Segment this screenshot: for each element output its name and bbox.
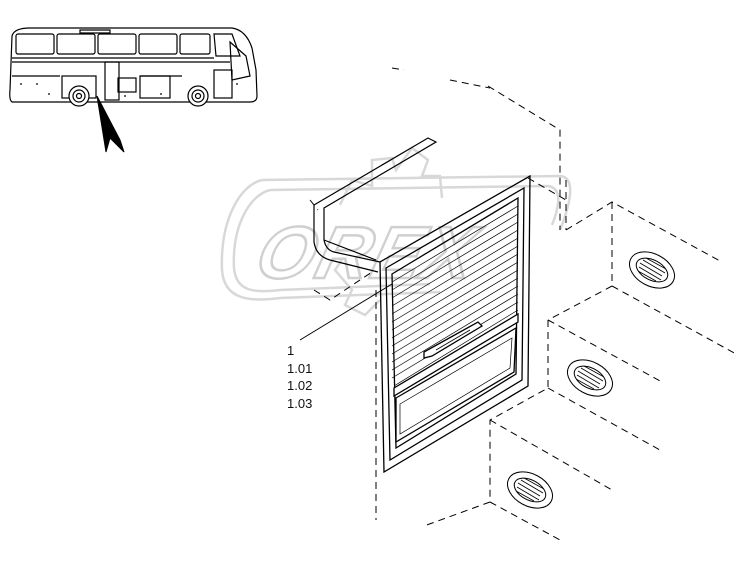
bus-thumbnail [9,27,258,107]
panel-outer-frame [379,174,531,474]
watermark-oval [220,174,572,301]
vent-grille-middle [567,359,613,397]
callout-list: 1 1.01 1.02 1.03 [287,342,312,412]
callout-label: 1 [287,343,295,358]
channel-profile [313,137,438,273]
location-arrow [96,95,125,153]
panel-assembly [379,174,531,474]
watermark-text: OREX [249,211,489,294]
vent-grille-upper [629,251,675,289]
callout-label: 1.03 [287,395,313,411]
panel-inner-frame [385,186,525,462]
blind-bottom-rail [393,312,519,398]
lower-glass-pane [395,326,517,444]
callout-label: 1.02 [287,378,313,393]
callout-label: 1.01 [287,360,313,376]
body-context-dashed [309,67,739,541]
vent-grille-lower [507,471,553,509]
callout-leader-line [299,283,393,341]
